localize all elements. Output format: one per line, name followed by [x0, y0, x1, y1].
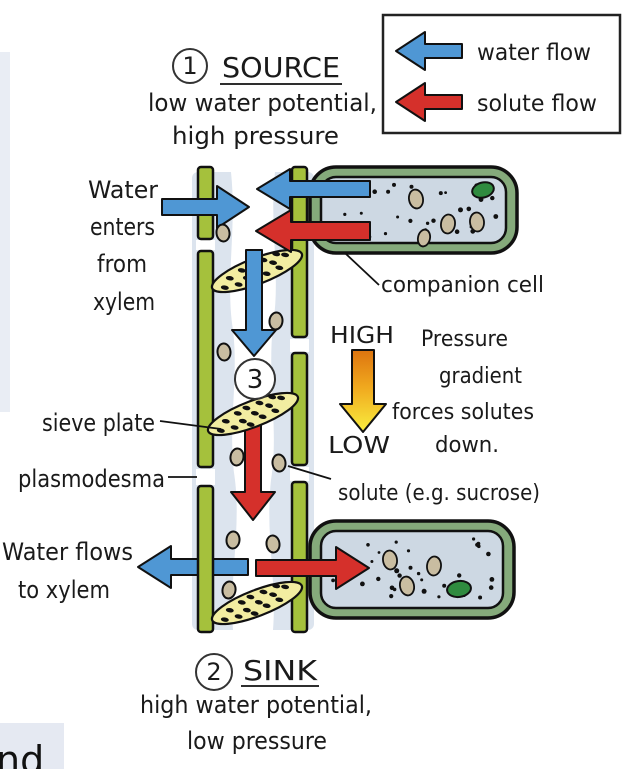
- water-flow-legend-icon: [395, 31, 463, 71]
- companion-cell-sink: [308, 519, 516, 620]
- source-number: 1: [182, 52, 197, 80]
- organelle: [471, 181, 495, 199]
- pressure-note-line1: Pressure: [421, 327, 508, 352]
- solute-from-companion-arrow: [255, 209, 371, 253]
- sink-title: SINK: [243, 654, 318, 687]
- partial-text-box: nd: [0, 723, 64, 769]
- solute-flow-legend-icon: [395, 82, 463, 122]
- sink-number: 2: [206, 658, 221, 686]
- pressure-gradient-arrow: [339, 349, 387, 433]
- water-down-arrow: [231, 249, 277, 357]
- pointer-lines: [159, 253, 380, 480]
- solute-label: solute (e.g. sucrose): [338, 481, 540, 506]
- water-flows-to-xylem-arrow: [137, 545, 249, 589]
- water-enters-line3: from: [97, 250, 147, 278]
- water-flows-line1: Water flows: [2, 538, 133, 566]
- step-markers: [172, 48, 276, 691]
- pressure-high-label: HIGH: [330, 323, 394, 349]
- solute-to-sink-arrow: [255, 546, 370, 590]
- left-panel-edge: [0, 52, 10, 412]
- solute-particles: [215, 223, 287, 600]
- water-enters-line1: Water: [88, 176, 158, 204]
- water-enters-arrow: [161, 185, 250, 229]
- water-enters-line4: xylem: [93, 288, 155, 316]
- source-title: SOURCE: [222, 51, 340, 84]
- pressure-note-line3: forces solutes: [392, 400, 534, 425]
- source-sub2: high pressure: [172, 122, 339, 150]
- pressure-note-line4: down.: [435, 433, 499, 458]
- cell-speckles: [331, 537, 495, 600]
- water-enters-line2: enters: [90, 213, 155, 241]
- legend-water-flow-label: water flow: [477, 40, 591, 66]
- sink-sub1: high water potential,: [140, 691, 372, 719]
- sieve-plate-label: sieve plate: [42, 409, 155, 437]
- organelle: [446, 579, 472, 599]
- plasmodesma-label: plasmodesma: [18, 465, 165, 493]
- cell-speckles: [343, 182, 499, 239]
- sink-sub2: low pressure: [187, 727, 327, 755]
- source-sub1: low water potential,: [148, 89, 377, 117]
- water-flows-line2: to xylem: [18, 576, 110, 604]
- legend-box: water flow solute flow: [381, 13, 622, 135]
- partial-text: nd: [0, 738, 45, 769]
- step-3-number: 3: [247, 365, 264, 395]
- water-from-companion-arrow: [256, 168, 371, 210]
- pressure-low-label: LOW: [328, 433, 390, 459]
- pressure-note-line2: gradient: [439, 364, 522, 389]
- legend-solute-flow-label: solute flow: [477, 91, 597, 117]
- companion-cell-label: companion cell: [381, 273, 544, 298]
